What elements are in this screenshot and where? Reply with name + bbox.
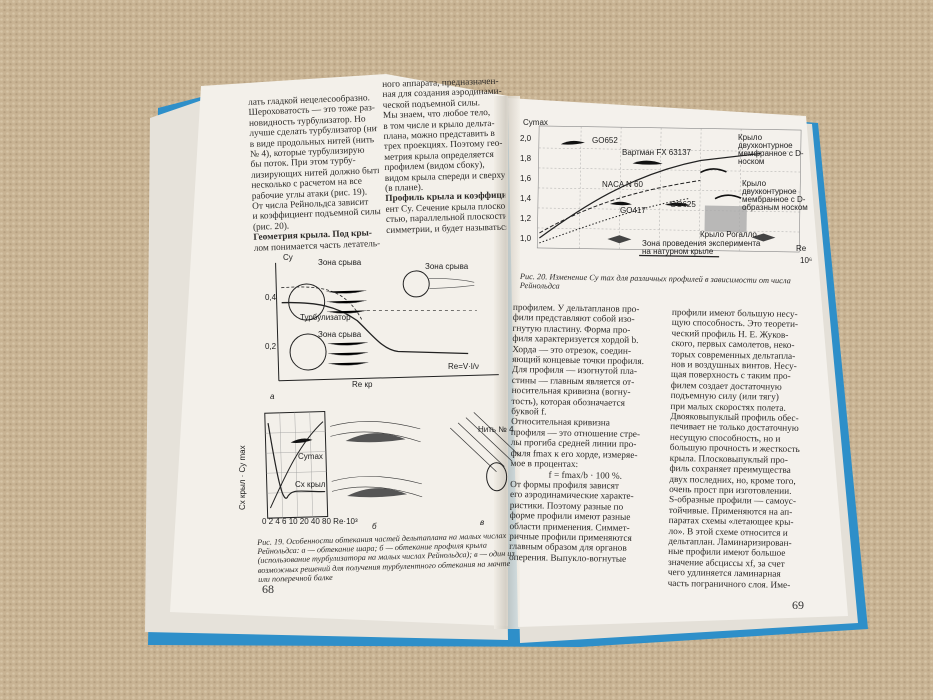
right-page (508, 98, 848, 627)
fig19-cy-label: Cy (283, 253, 293, 262)
fig20-naca: NACA N 60 (602, 180, 643, 189)
fig20-go417: GO417 (620, 206, 646, 215)
fig20-ytick-2: 1,6 (520, 174, 532, 183)
fig19-nit: Нить № 4 (478, 425, 514, 434)
fig20-ytick-5: 1,0 (520, 234, 532, 243)
fig20-ytick-3: 1,4 (520, 194, 532, 203)
figure20-chart (536, 125, 802, 258)
fig19-x-ticks: 0 2 4 6 10 20 40 80 Re·10³ (262, 517, 358, 526)
fig20-wortmann: Вартман FX 63137 (622, 148, 692, 157)
fig19-zone2: Зона срыва (425, 262, 469, 271)
fig19-sub-v: в (480, 518, 485, 527)
figure19-caption: Рис. 19. Особенности обтекания частей де… (257, 531, 515, 584)
fig19-turbulizer: Турбулизатор (300, 313, 351, 322)
fig19-sub-a: а (270, 392, 275, 401)
fig20-xtick: 10⁶ (800, 256, 813, 265)
fig19-zone1: Зона срыва (318, 258, 362, 267)
left-page-number: 68 (262, 582, 274, 596)
right-page-number: 69 (792, 598, 804, 612)
fig20-cymax: Cymax (523, 118, 548, 127)
fig20-ytick-4: 1,2 (520, 214, 532, 223)
fig19-y02: 0,2 (265, 342, 277, 351)
fig20-wing1: Крыло двухконтурное мемфранное с D-носко… (738, 133, 804, 166)
fig20-go625: GO625 (670, 200, 696, 209)
gutter (494, 96, 520, 629)
fig20-rogallo: Крыло Рогалло (700, 230, 757, 239)
fig19-y04: 0,4 (265, 293, 277, 302)
fig19-y-axis: Cx крыл · Cy max (238, 445, 247, 510)
fig19-re-kr: Re кр (352, 380, 373, 389)
fig19-re-formula: Re=V·l/ν (448, 362, 479, 371)
right-column-2-text: профили имеют большую несу- щую способно… (667, 308, 800, 591)
fig20-ytick-1: 1,8 (520, 154, 532, 163)
fig20-wing2: Крыло двухконтурное мембранное с D-образ… (742, 179, 808, 212)
fig19-cymax: Cymax (298, 452, 323, 461)
fig20-re: Re (796, 244, 807, 253)
left-page (170, 74, 508, 626)
right-column-1-text: профилем. У дельтапланов про- фили предс… (508, 303, 645, 565)
fig20-zone: Зона проведения эксперимента на натурном… (642, 239, 761, 256)
left-column-text: лать гладкой нецелесообразно. Шероховато… (248, 93, 382, 254)
fig19-cxkr: Cx крыл (295, 480, 326, 489)
fig19-sub-b: б (372, 522, 377, 531)
fig19-zone3: Зона срыва (318, 330, 362, 339)
fig20-ytick-0: 2,0 (520, 134, 532, 143)
fig20-go652: GO652 (592, 136, 618, 145)
middle-column-text: ного аппарата, предназначен- ная для соз… (382, 76, 507, 236)
figure19-drawings (264, 262, 521, 519)
